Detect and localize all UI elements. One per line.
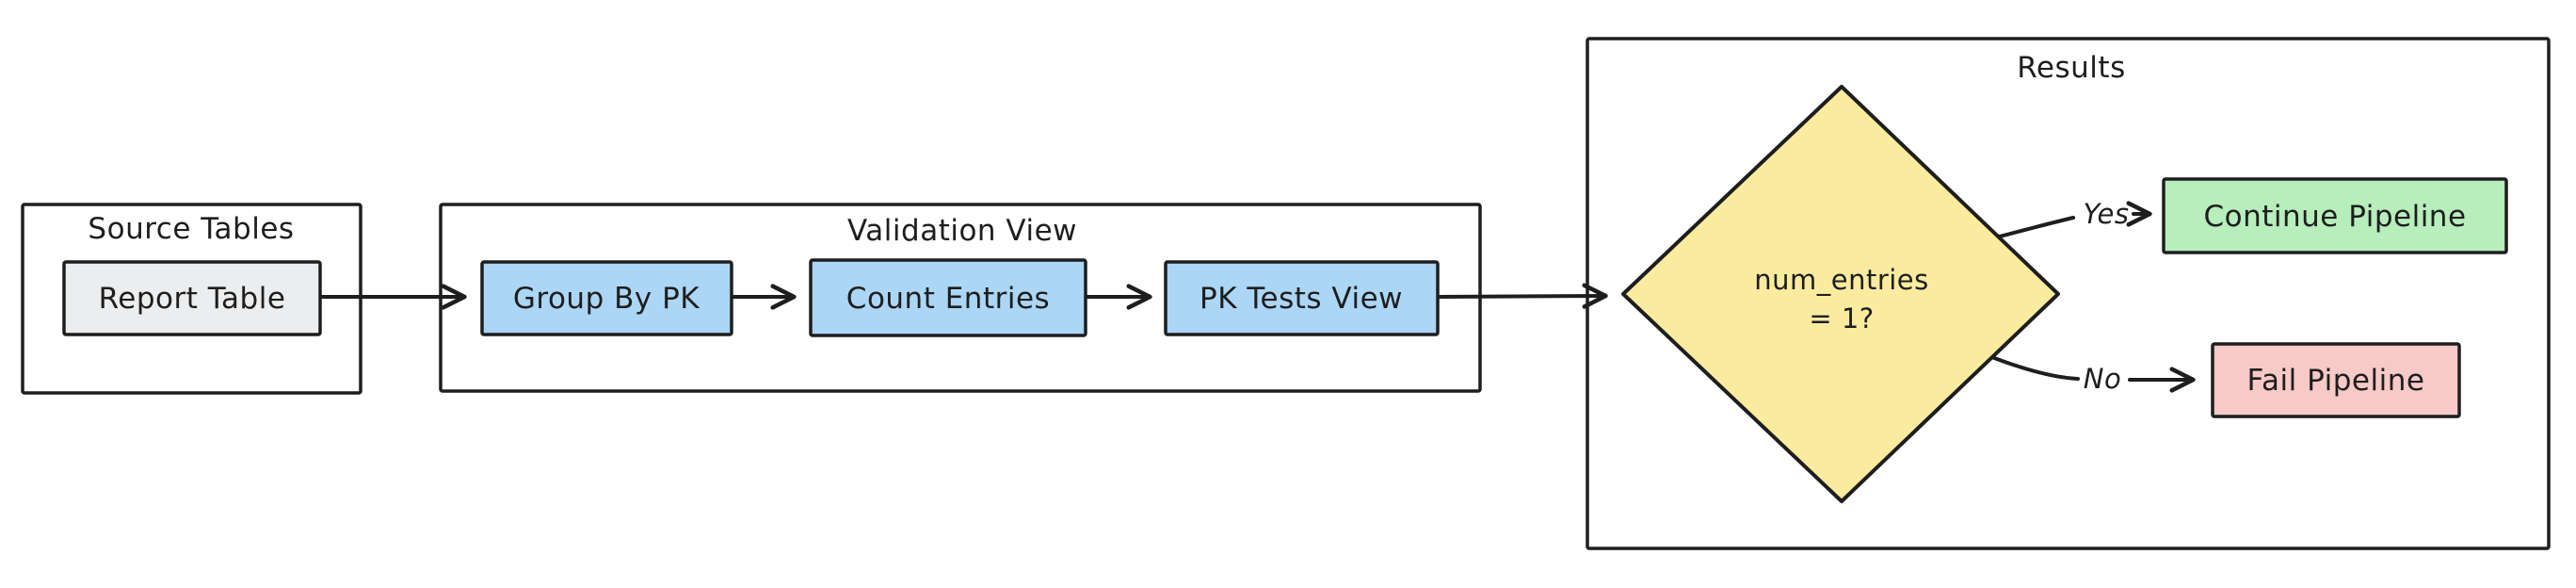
arrow-pk-tests-view-to-decision (1436, 283, 1608, 309)
node-continue-pipeline (2162, 177, 2508, 254)
edge-no-label: No (2084, 363, 2121, 395)
node-fail-pipeline (2211, 342, 2461, 418)
node-decision-label-line2: = 1? (1809, 302, 1874, 335)
node-report-table (62, 260, 322, 336)
node-pk-tests-view (1164, 260, 1440, 336)
node-count-entries-label: Count Entries (846, 282, 1050, 316)
node-count-entries (809, 258, 1087, 337)
edge-yes-label: Yes (2084, 198, 2130, 230)
node-decision-diamond (1621, 85, 2060, 503)
node-group-by-pk-label: Group By PK (513, 282, 700, 316)
node-continue-pipeline-label: Continue Pipeline (2203, 200, 2466, 234)
source-tables-group-title: Source Tables (88, 212, 294, 246)
node-group-by-pk (480, 260, 733, 336)
edge-yes-line (1994, 216, 2075, 239)
edge-no-line (1988, 354, 2080, 381)
results-group-title: Results (2017, 51, 2125, 85)
node-pk-tests-view-label: PK Tests View (1199, 282, 1403, 316)
validation-view-group-title: Validation View (847, 214, 1077, 248)
node-report-table-label: Report Table (99, 282, 286, 316)
node-decision-label-line1: num_entries (1754, 264, 1929, 296)
node-fail-pipeline-label: Fail Pipeline (2247, 364, 2425, 398)
